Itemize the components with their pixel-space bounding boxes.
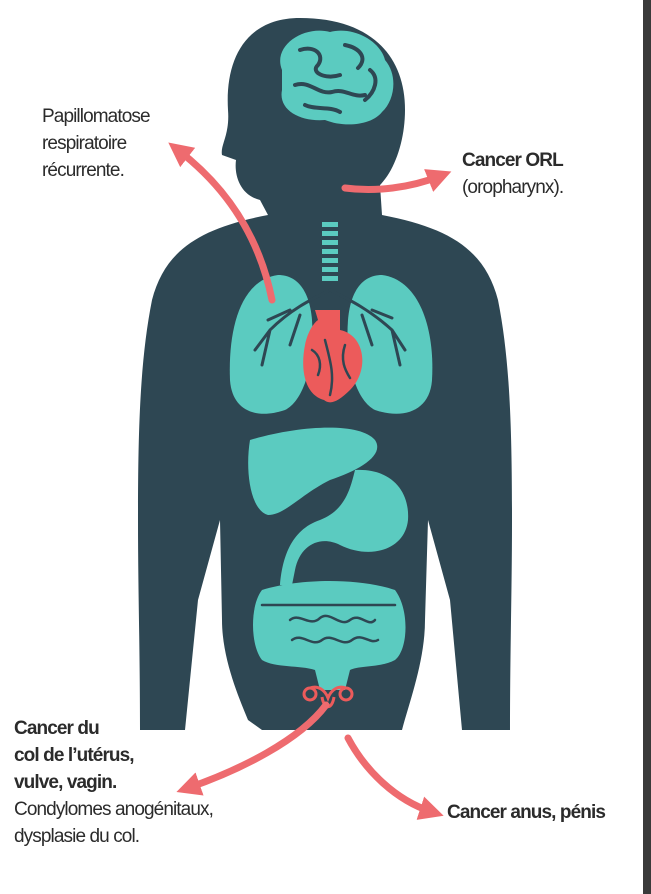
col-detail-line-1: Condylomes anogénitaux, xyxy=(14,797,213,824)
label-col: Cancer du col de l’utérus, vulve, vagin.… xyxy=(14,716,213,851)
orl-title: Cancer ORL xyxy=(462,148,563,175)
label-papillomatose: Papillomatose respiratoire récurrente. xyxy=(42,104,150,185)
anus-title: Cancer anus, pénis xyxy=(447,800,605,827)
label-orl: Cancer ORL (oropharynx). xyxy=(462,148,563,202)
papillomatose-line-1: Papillomatose xyxy=(42,104,150,131)
col-title-line-3: vulve, vagin. xyxy=(14,770,213,797)
papillomatose-line-3: récurrente. xyxy=(42,158,150,185)
arrow-anus xyxy=(348,738,432,812)
orl-detail: (oropharynx). xyxy=(462,175,563,202)
papillomatose-line-2: respiratoire xyxy=(42,131,150,158)
label-anus: Cancer anus, pénis xyxy=(447,800,605,827)
col-title-line-2: col de l’utérus, xyxy=(14,743,213,770)
col-detail-line-2: dysplasie du col. xyxy=(14,824,213,851)
page-edge-divider xyxy=(643,0,651,894)
col-title-line-1: Cancer du xyxy=(14,716,213,743)
